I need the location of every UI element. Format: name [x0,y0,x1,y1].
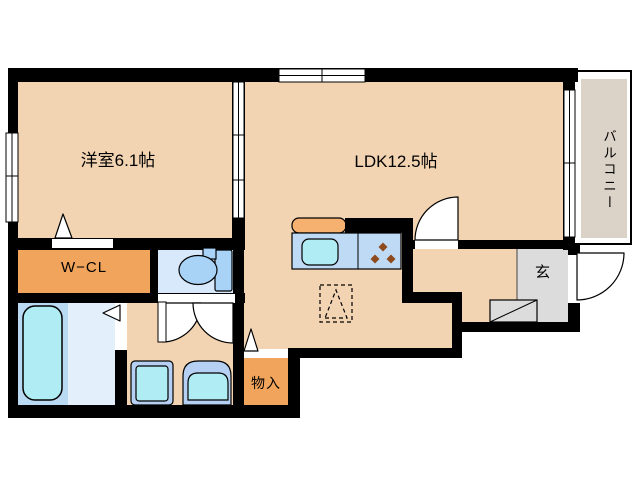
sliding-window-icon [278,68,366,83]
folding-door-triangle-icon [102,304,121,322]
folding-door-triangle-icon [243,328,259,352]
door-swing-icon [192,302,234,344]
door-leaf [157,301,167,343]
storage-label: 物入 [251,375,281,391]
entrance-door-swing-icon [576,252,625,301]
balcony-sliding-door-icon [563,89,576,238]
sliding-door-icon [232,81,245,219]
bathroom-floor [68,302,115,405]
walk-in-closet-floor [18,243,150,293]
balcony-label: バルコニー [601,129,616,212]
entrance-area [489,249,538,323]
western-room-label: 洋室6.1帖 [80,151,156,170]
folding-door-triangle-icon [54,213,73,239]
toilet-door-opening [158,294,235,303]
ldk-door-opening [415,240,458,249]
doors [54,196,625,352]
refrigerator-dashed-icon [319,284,353,323]
kitchen [291,217,413,323]
storage-opening [244,349,288,358]
storage-floor [244,358,288,405]
balcony-floor [581,79,627,238]
windows [5,68,576,238]
door-swing-icon [414,196,459,241]
counter-edge [291,217,347,234]
ldk-floor [244,80,563,242]
toilet-icon [178,247,233,292]
walls [8,68,580,418]
vanity-sink-icon [182,360,232,406]
closet-opening [52,239,113,248]
stove-burners-icon [370,242,396,264]
walk-in-closet-label: W−CL [60,259,108,276]
sliding-window-icon [5,132,19,223]
western-room-floor [18,80,234,240]
bathtub-icon [22,305,63,401]
entrance-label: 玄 [534,264,550,281]
counter-back-wall [345,218,413,233]
washing-machine-icon [130,360,174,406]
ldk-label: LDK12.5帖 [354,152,438,171]
kitchen-sink-icon [301,238,339,266]
